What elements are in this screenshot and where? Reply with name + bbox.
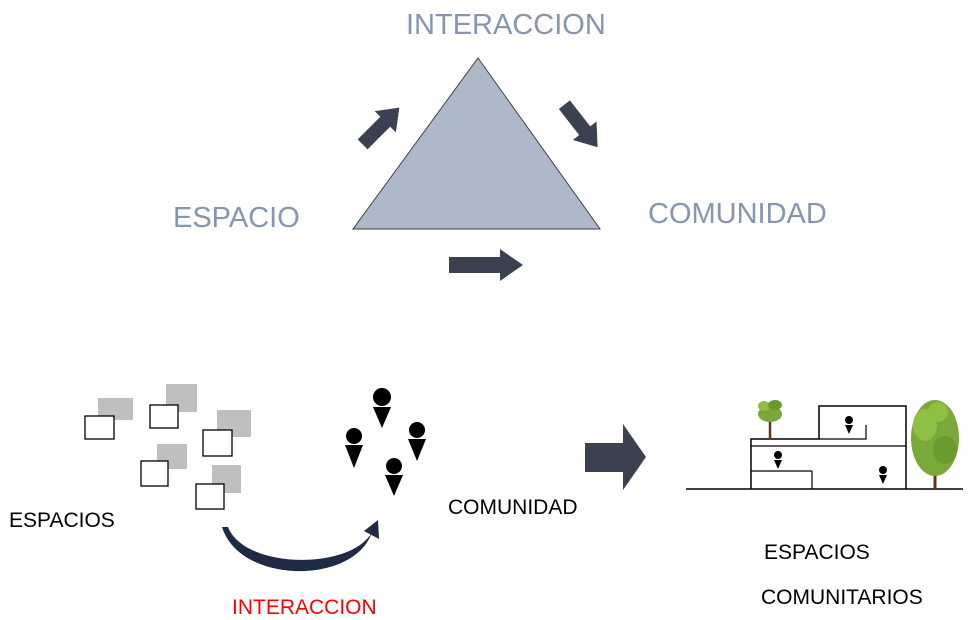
triangle-right-label: COMUNIDAD	[648, 198, 827, 230]
arrow-right-icon	[449, 249, 523, 281]
community-label: COMUNIDAD	[448, 496, 578, 519]
community-spaces-illustration	[686, 400, 963, 490]
concept-triangle	[352, 57, 601, 230]
small-tree-icon	[758, 400, 782, 439]
large-tree-icon	[911, 400, 959, 489]
triangle-top-label: INTERACCION	[406, 9, 606, 41]
arrow-down-right-icon	[558, 100, 598, 148]
community-spaces-label-line1: ESPACIOS	[764, 541, 870, 564]
triangle-left-label: ESPACIO	[173, 202, 300, 234]
curved-arrow-icon	[222, 520, 379, 572]
spaces-label: ESPACIOS	[9, 509, 115, 532]
arrow-up-right-icon	[357, 107, 400, 150]
spaces-squares	[84, 384, 251, 510]
community-people-icons	[345, 388, 426, 496]
arrow-right-large-icon	[585, 424, 646, 490]
community-spaces-label-line2: COMUNITARIOS	[761, 586, 923, 609]
interaction-label: INTERACCION	[232, 596, 377, 619]
